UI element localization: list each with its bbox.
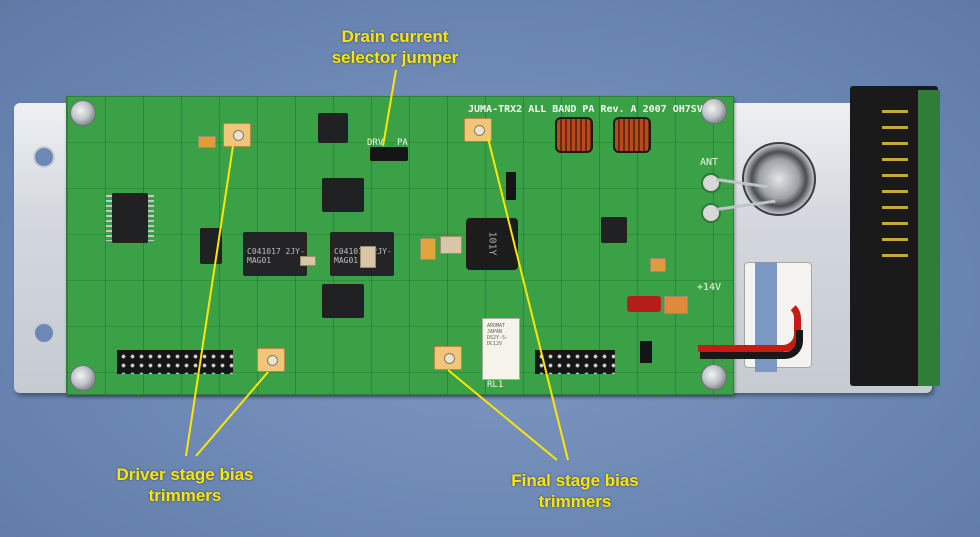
smd-capacitor xyxy=(360,246,376,268)
driver-bias-trimmer-2[interactable] xyxy=(257,348,285,372)
final-bias-trimmer-1[interactable] xyxy=(464,118,492,142)
relay-marking: AROMAT JAPAN DS2Y-S-DC12V xyxy=(487,323,509,347)
power-wire-red xyxy=(698,300,801,352)
jumper-label-drv: DRV xyxy=(367,138,384,148)
ic-small xyxy=(318,113,348,143)
leader-driver-1 xyxy=(185,145,234,457)
leader-jumper xyxy=(382,69,397,147)
trimmer-screw xyxy=(267,355,278,366)
final-bias-trimmer-2[interactable] xyxy=(434,346,462,370)
edge-connector-pins xyxy=(882,110,908,270)
edge-connector-pcb xyxy=(918,90,940,386)
trimmer-screw xyxy=(233,130,244,141)
callout-drain-jumper: Drain current selector jumper xyxy=(331,27,459,67)
ic-soic xyxy=(112,193,148,243)
smd-resistor xyxy=(300,256,316,266)
transistor-dpak xyxy=(322,178,364,212)
callout-final-trimmers: Final stage bias trimmers xyxy=(511,471,639,511)
standoff-screw xyxy=(70,100,96,126)
smd-capacitor xyxy=(664,296,688,314)
board-title-silkscreen: JUMA-TRX2 ALL BAND PA Rev. A 2007 OH7SV xyxy=(468,104,703,115)
standoff-screw xyxy=(701,364,727,390)
callout-driver-trimmers: Driver stage bias trimmers xyxy=(116,465,254,505)
leader-driver-2 xyxy=(195,371,269,457)
connector-retainer xyxy=(755,262,777,372)
mosfet-marking: C041017 2JY-MAG01 xyxy=(247,247,305,265)
relay-rl1: AROMAT JAPAN DS2Y-S-DC12V xyxy=(482,318,520,380)
standoff-screw xyxy=(701,98,727,124)
smd-capacitor xyxy=(650,258,666,272)
mosfet-driver-1: C041017 2JY-MAG01 xyxy=(243,232,307,276)
pin-header-left xyxy=(117,350,233,374)
standoff-screw xyxy=(70,365,96,391)
ic-pins xyxy=(106,195,112,241)
jumper-label-pa: PA xyxy=(397,138,408,148)
diode xyxy=(506,172,516,200)
transistor-dpak xyxy=(322,284,364,318)
ant-solder-pad xyxy=(701,173,721,193)
trimmer-screw xyxy=(474,125,485,136)
smd-capacitor xyxy=(440,236,462,254)
power-label: +14V xyxy=(697,282,722,293)
relay-label: RL1 xyxy=(487,380,504,390)
diode xyxy=(640,341,652,363)
driver-bias-trimmer-1[interactable] xyxy=(223,123,251,147)
leader-final-2 xyxy=(447,369,558,461)
power-wire-black xyxy=(700,330,803,359)
electrolytic-capacitor xyxy=(627,296,661,312)
trimmer-screw xyxy=(444,353,455,364)
pin-header-right xyxy=(535,350,615,374)
ic-pins xyxy=(148,195,154,241)
toroid-transformer-t4 xyxy=(555,117,593,153)
leader-final-1 xyxy=(487,137,569,461)
smd-capacitor xyxy=(420,238,436,260)
mounting-hole xyxy=(33,146,55,168)
ic-small xyxy=(601,217,627,243)
ant-label: ANT xyxy=(700,157,719,168)
drain-current-selector-jumper[interactable] xyxy=(370,147,408,161)
toroid-transformer-t5 xyxy=(613,117,651,153)
mounting-hole xyxy=(33,322,55,344)
smd-capacitor xyxy=(198,136,216,148)
